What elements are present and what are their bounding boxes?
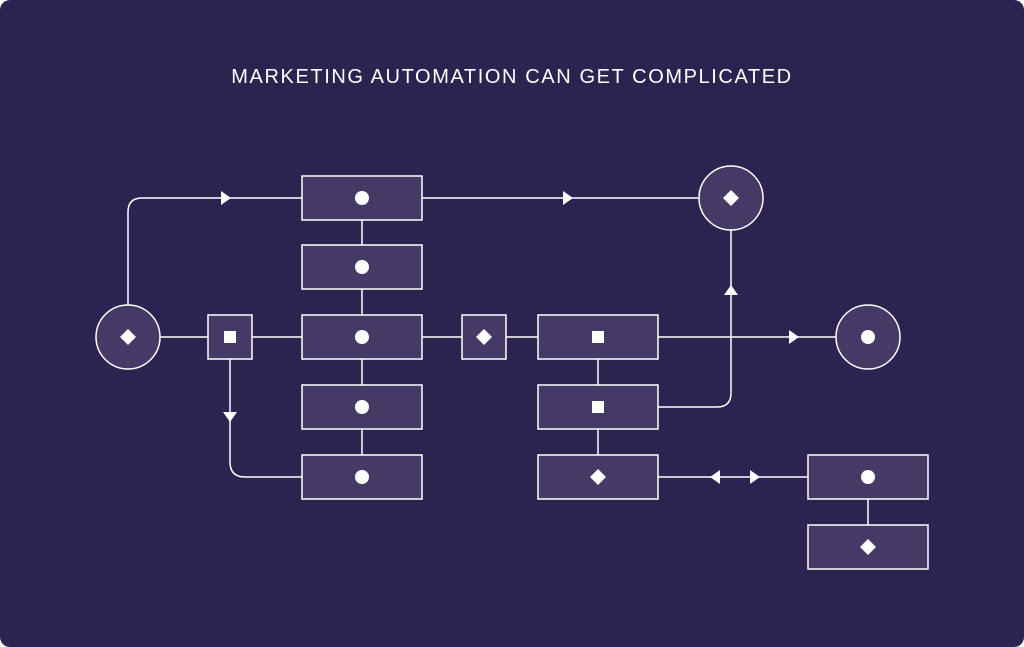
- square-icon: [592, 331, 604, 343]
- circle-icon: [861, 330, 875, 344]
- step-node: [807, 454, 929, 500]
- square-icon: [224, 331, 236, 343]
- arrow-right-icon: [750, 470, 760, 484]
- diamond-icon: [860, 539, 876, 555]
- step-node: [301, 314, 423, 360]
- circle-icon: [355, 400, 369, 414]
- arrow-right-icon: [789, 330, 799, 344]
- step-node: [301, 244, 423, 290]
- diamond-icon: [476, 329, 492, 345]
- arrow-up-icon: [724, 285, 738, 295]
- circle-icon: [355, 330, 369, 344]
- end-node: [835, 304, 901, 370]
- step-stack-right: [807, 454, 929, 570]
- arrow-down-icon: [223, 412, 237, 422]
- split-node-diamond: [461, 314, 507, 360]
- connector-square-bottom: [229, 359, 302, 478]
- split-node-square: [207, 314, 253, 360]
- arrowheads: [221, 191, 799, 484]
- circle-icon: [861, 470, 875, 484]
- connector-start-top: [127, 197, 302, 305]
- step-stack-left: [301, 175, 423, 500]
- diagram-title: MARKETING AUTOMATION CAN GET COMPLICATED: [231, 66, 793, 88]
- diamond-icon: [590, 469, 606, 485]
- diamond-icon: [723, 190, 739, 206]
- diamond-icon: [120, 329, 136, 345]
- start-node: [95, 304, 161, 370]
- step-node: [807, 524, 929, 570]
- step-stack-middle: [537, 314, 659, 500]
- circle-icon: [355, 470, 369, 484]
- goal-node-top: [698, 165, 764, 231]
- step-node: [537, 454, 659, 500]
- arrow-right-icon: [221, 191, 231, 205]
- circle-icon: [355, 260, 369, 274]
- square-icon: [592, 401, 604, 413]
- circle-icon: [355, 191, 369, 205]
- arrow-right-icon: [563, 191, 573, 205]
- step-node: [301, 175, 423, 221]
- step-node: [537, 384, 659, 430]
- arrow-left-icon: [710, 470, 720, 484]
- step-node: [537, 314, 659, 360]
- connector-loop-up: [658, 230, 732, 408]
- step-node: [301, 454, 423, 500]
- step-node: [301, 384, 423, 430]
